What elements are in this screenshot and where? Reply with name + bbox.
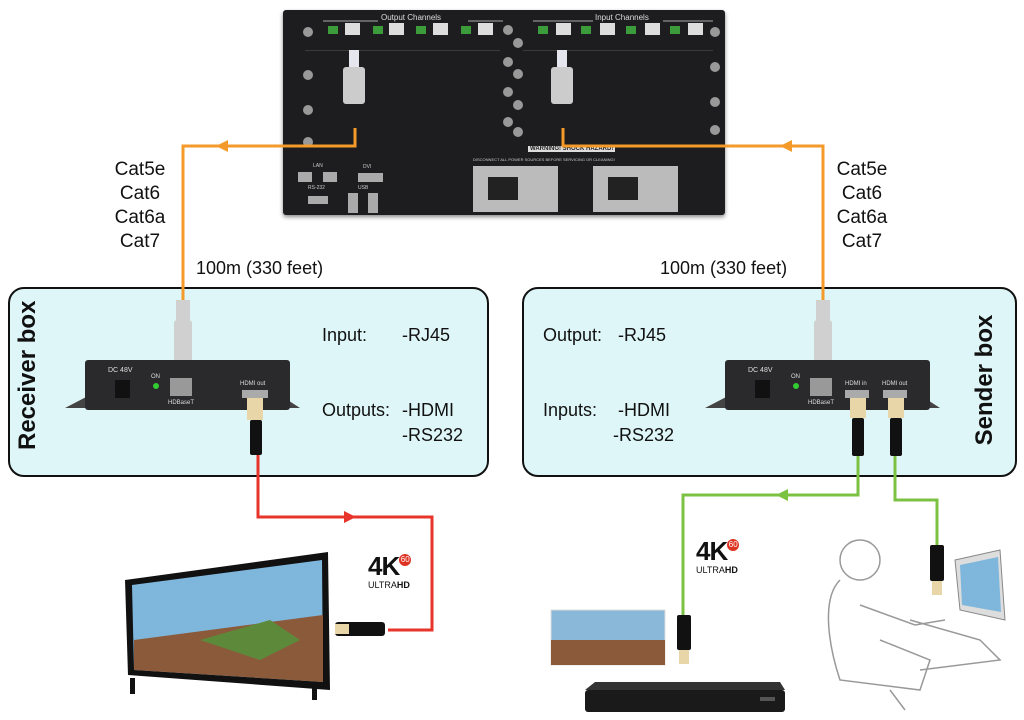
- receiver-hdbaset-label: HDBaseT: [168, 400, 195, 406]
- receiver-on-label: ON: [151, 374, 160, 380]
- badge-60: 60: [727, 539, 740, 551]
- left-cable-types: Cat5e Cat6 Cat6a Cat7: [110, 158, 170, 254]
- rs232-label: RS-232: [308, 185, 325, 191]
- tv-display: [125, 552, 330, 700]
- hdmi-plug-player: [677, 615, 691, 664]
- sender-hdbaset-label: HDBaseT: [808, 400, 835, 406]
- badge-60: 60: [399, 554, 412, 566]
- receiver-outputs-label: Outputs:: [322, 400, 391, 420]
- lan-label: LAN: [313, 163, 323, 169]
- arrow-red: [344, 511, 356, 523]
- sender-output-value: -RJ45: [618, 325, 667, 345]
- cable-type: Cat6: [841, 183, 883, 204]
- cable-type: Cat7: [119, 231, 161, 252]
- badge-4k: 4K: [368, 551, 400, 581]
- right-distance: 100m (330 feet): [660, 258, 788, 278]
- hdmi-plug-computer: [930, 545, 944, 595]
- input-channels-label: Input Channels: [595, 13, 649, 22]
- arrow-green: [776, 489, 788, 501]
- hdmi-cable-red: [256, 455, 434, 632]
- rj45-plug-input: [551, 50, 573, 104]
- warning-label: WARNING! SHOCK HAZARD!: [528, 146, 616, 152]
- sender-output-label: Output:: [543, 325, 603, 345]
- matrix-panel-graphic: [298, 20, 720, 213]
- badge-ultra: ULTRA: [368, 580, 397, 590]
- usb-label: USB: [358, 185, 369, 191]
- cable-type: Cat6: [119, 183, 161, 204]
- photo-thumbnail: [550, 609, 666, 666]
- sender-inputs-label: Inputs:: [543, 400, 598, 420]
- hdmi-cable-green-in: [681, 455, 860, 615]
- arrow-right-cat: [780, 140, 792, 152]
- sender-input-hdmi: -HDMI: [618, 400, 670, 420]
- rj45-plug-receiver: [174, 320, 192, 362]
- sender-dc-label: DC 48V: [748, 367, 773, 374]
- receiver-output-rs232: -RS232: [402, 425, 464, 445]
- rj45-ports: [328, 23, 703, 35]
- receiver-input-value: -RJ45: [402, 325, 451, 345]
- bluray-player: [585, 682, 785, 712]
- receiver-device: [65, 360, 300, 455]
- dvi-label: DVI: [363, 164, 372, 170]
- hdmi-plug-tv: [335, 622, 385, 636]
- sender-hdmi-in-label: HDMI in: [845, 381, 867, 387]
- cable-type: Cat5e: [114, 159, 166, 180]
- left-distance: 100m (330 feet): [196, 258, 324, 278]
- person-at-computer-sketch: [827, 539, 1002, 711]
- cable-type: Cat6a: [114, 207, 166, 228]
- sender-hdmi-out-label: HDMI out: [882, 381, 908, 387]
- badge-hd: HD: [724, 565, 738, 575]
- badge-4k: 4K: [696, 536, 728, 566]
- cat-cable-left: [181, 128, 357, 300]
- cable-type: Cat7: [841, 231, 883, 252]
- receiver-dc-label: DC 48V: [108, 367, 133, 374]
- laptop: [954, 549, 1006, 621]
- output-channels-label: Output Channels: [381, 13, 442, 22]
- cat-cable-right: [561, 128, 825, 300]
- receiver-hdmi-out-label: HDMI out: [240, 381, 266, 387]
- sender-on-label: ON: [791, 374, 800, 380]
- hdmi-cable-green-out: [893, 455, 939, 545]
- cable-type: Cat5e: [836, 159, 888, 180]
- badge-ultra: ULTRA: [696, 565, 725, 575]
- arrow-left-cat: [216, 140, 228, 152]
- rj45-plug-sender: [814, 320, 832, 362]
- sender-input-rs232: -RS232: [613, 425, 675, 445]
- hdbaset-matrix-switch: Output Channels Input Channels WARNING! …: [283, 10, 725, 215]
- receiver-output-hdmi: -HDMI: [402, 400, 454, 420]
- io-ports: [298, 172, 383, 213]
- cable-type: Cat6a: [836, 207, 888, 228]
- badge-hd: HD: [396, 580, 410, 590]
- sender-device: [705, 360, 940, 456]
- right-cable-types: Cat5e Cat6 Cat6a Cat7: [832, 158, 892, 254]
- receiver-box-title: Receiver box: [14, 300, 41, 450]
- power-supplies: [473, 166, 678, 212]
- rj45-plug-output: [343, 50, 365, 104]
- warning-sub: DISCONNECT ALL POWER SOURCES BEFORE SERV…: [473, 157, 615, 162]
- sender-box-title: Sender box: [971, 314, 998, 446]
- receiver-input-label: Input:: [322, 325, 368, 345]
